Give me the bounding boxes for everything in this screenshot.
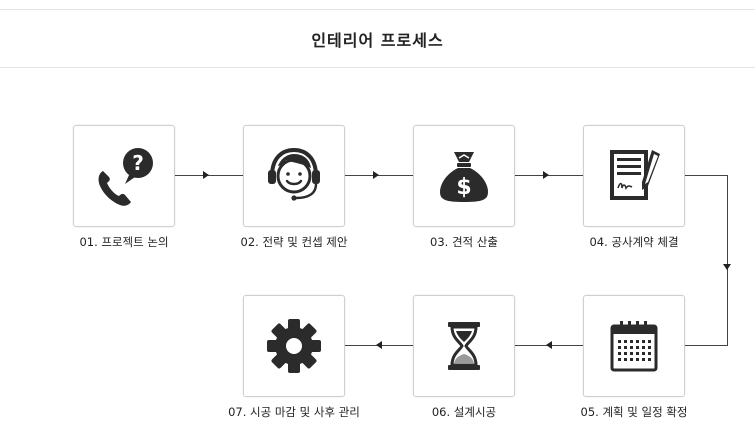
page-title: 인테리어 프로세스 bbox=[311, 30, 444, 50]
step-7-label: 07. 시공 마감 및 사후 관리 bbox=[228, 405, 360, 419]
arrow-left-2 bbox=[376, 341, 382, 349]
phone-question-icon: ? bbox=[91, 145, 157, 207]
arrow-left-1 bbox=[546, 341, 552, 349]
money-bag-icon: $ bbox=[436, 148, 492, 204]
connector-4-5-bottom bbox=[684, 345, 728, 346]
arrow-down bbox=[723, 264, 731, 270]
step-4-card bbox=[583, 125, 685, 227]
step-5-label: 05. 계획 및 일정 확정 bbox=[580, 405, 688, 419]
step-2-card bbox=[243, 125, 345, 227]
page-header: 인테리어 프로세스 bbox=[0, 9, 755, 68]
arrow-right-3 bbox=[543, 171, 549, 179]
step-1-card: ? bbox=[73, 125, 175, 227]
step-6-card bbox=[413, 295, 515, 397]
svg-text:$: $ bbox=[456, 175, 471, 200]
step-3-label: 03. 견적 산출 bbox=[430, 235, 498, 249]
contract-sign-icon bbox=[604, 146, 664, 206]
connector-4-5-vertical bbox=[727, 175, 728, 346]
calendar-icon bbox=[606, 318, 662, 374]
svg-text:?: ? bbox=[132, 151, 144, 175]
step-1-label: 01. 프로젝트 논의 bbox=[79, 235, 169, 249]
step-3-card: $ bbox=[413, 125, 515, 227]
step-7-card bbox=[243, 295, 345, 397]
headset-agent-icon bbox=[264, 146, 324, 206]
step-4-label: 04. 공사계약 체결 bbox=[589, 235, 679, 249]
connector-4-5-top bbox=[684, 175, 727, 176]
arrow-right-1 bbox=[203, 171, 209, 179]
gear-icon bbox=[266, 318, 322, 374]
hourglass-icon bbox=[440, 318, 488, 374]
arrow-right-2 bbox=[373, 171, 379, 179]
step-6-label: 06. 설계시공 bbox=[431, 405, 497, 419]
step-2-label: 02. 전략 및 컨셉 제안 bbox=[240, 235, 348, 249]
step-5-card bbox=[583, 295, 685, 397]
